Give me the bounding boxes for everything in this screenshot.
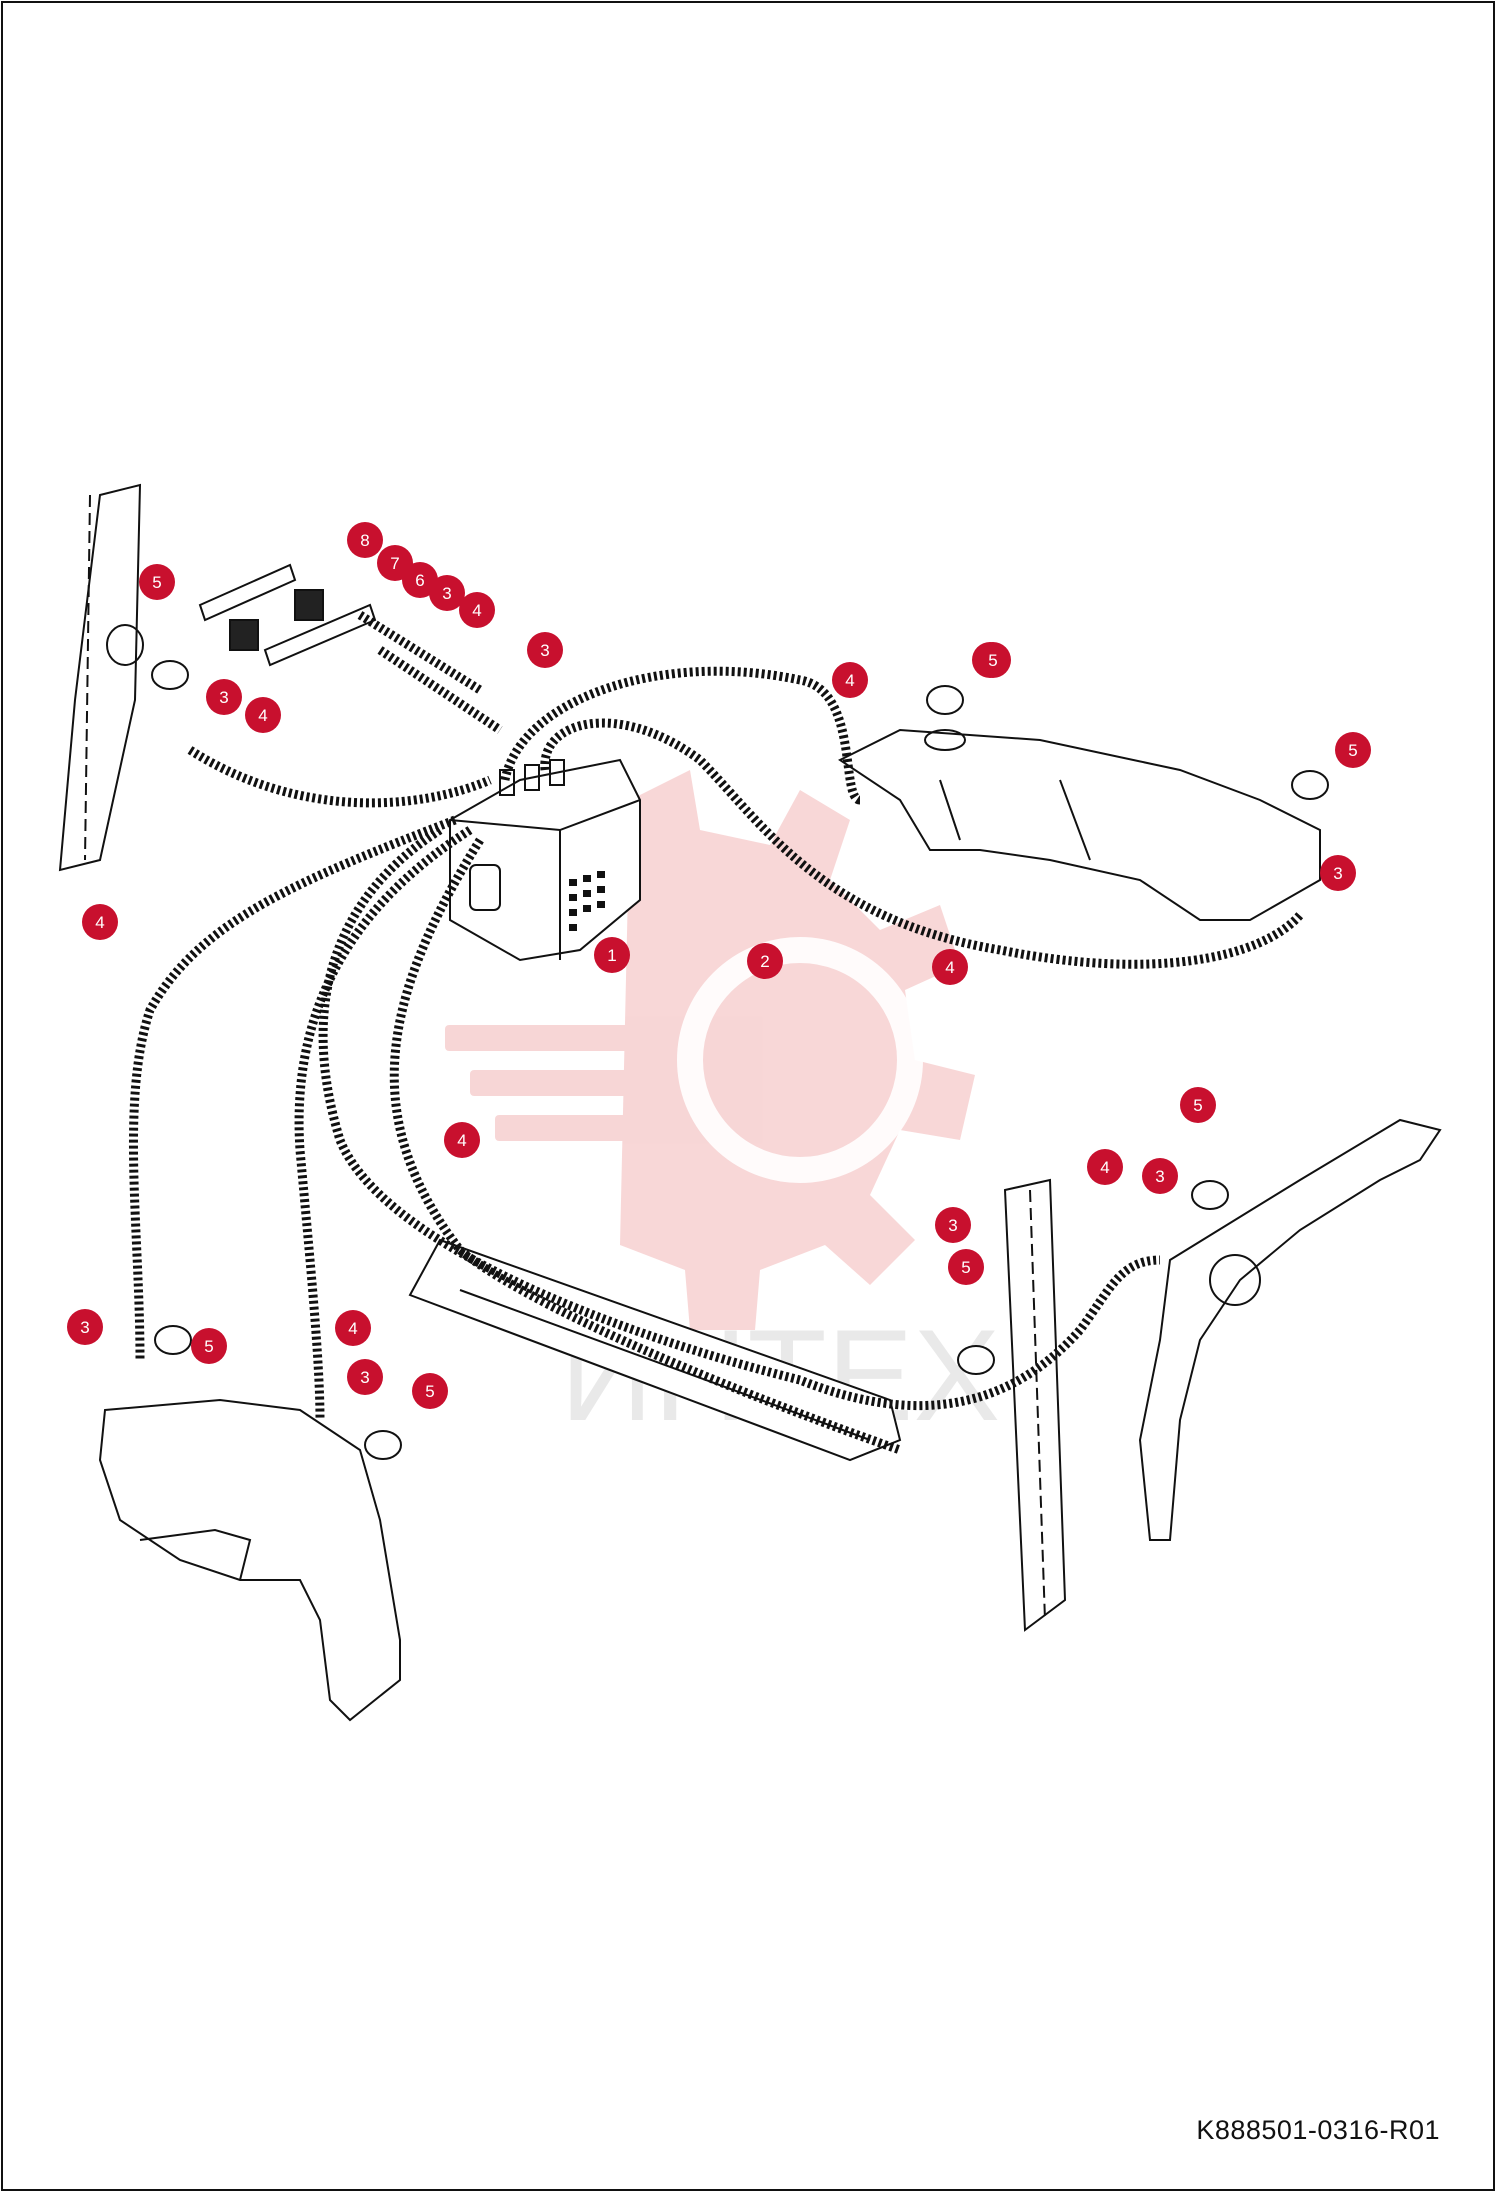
callout-label: 6 [415, 571, 424, 590]
callout-label: 5 [204, 1337, 213, 1356]
callout-label: 5 [1193, 1096, 1202, 1115]
callout-label: 4 [348, 1319, 357, 1338]
callout-3: 3 [935, 1207, 971, 1243]
callout-label: 5 [961, 1258, 970, 1277]
callout-label: 3 [1333, 864, 1342, 883]
corrugated-hoses [128, 611, 1304, 1455]
callout-4: 4 [245, 697, 281, 733]
callout-label: 5 [152, 573, 161, 592]
callout-label: 3 [1155, 1167, 1164, 1186]
callout-3: 3 [1142, 1158, 1178, 1194]
callout-label: 4 [95, 913, 104, 932]
callout-6: 6 [402, 562, 438, 598]
callout-4: 4 [82, 904, 118, 940]
document-code: K888501-0316-R01 [1196, 2115, 1440, 2145]
callout-label: 4 [472, 601, 481, 620]
callout-label: 3 [540, 641, 549, 660]
callout-4: 4 [932, 949, 968, 985]
callout-label: 5 [1348, 741, 1357, 760]
callout-label: 3 [80, 1318, 89, 1337]
callout-5: 5 [948, 1249, 984, 1285]
mounting-brackets [198, 563, 377, 667]
callout-label: 2 [760, 952, 769, 971]
round-vents [151, 660, 1329, 1460]
lower-left-deflector [98, 1398, 401, 1722]
callout-label: 4 [945, 958, 954, 977]
callout-label: 3 [948, 1216, 957, 1235]
callout-1: 1 [594, 937, 630, 973]
watermark-logo [445, 770, 975, 1330]
callout-5: 5 [412, 1373, 448, 1409]
callout-4: 4 [459, 592, 495, 628]
callout-layer: 12876345343435534445433535435 [67, 522, 1371, 1409]
callout-label: 3 [442, 584, 451, 603]
callout-5: 5 [139, 564, 175, 600]
callout-3: 3 [206, 679, 242, 715]
callout-label: 4 [845, 671, 854, 690]
watermark-ring [677, 937, 923, 1183]
callout-4: 4 [335, 1310, 371, 1346]
callout-3: 3 [347, 1359, 383, 1395]
callout-4: 4 [832, 662, 868, 698]
callout-label: 5 [425, 1382, 434, 1401]
callout-2: 2 [747, 943, 783, 979]
left-pillar [58, 483, 144, 872]
callout-label: 1 [607, 946, 616, 965]
heater-unit [449, 758, 641, 962]
callout-label: 8 [360, 531, 369, 550]
callout-label: 3 [360, 1368, 369, 1387]
callout-4: 4 [444, 1122, 480, 1158]
right-pillar [1003, 1178, 1067, 1632]
callout-5: 5 [1335, 732, 1371, 768]
callout-5: 5 [1180, 1087, 1216, 1123]
callout-8: 8 [347, 522, 383, 558]
callout-3: 3 [527, 632, 563, 668]
callout-5: 5 [975, 642, 1011, 678]
callout-3: 3 [67, 1309, 103, 1345]
top-right-deflector [838, 728, 1321, 921]
callout-4: 4 [1087, 1149, 1123, 1185]
callout-label: 4 [258, 706, 267, 725]
callout-5: 5 [191, 1328, 227, 1364]
callout-label: 5 [988, 651, 997, 670]
callout-3: 3 [1320, 855, 1356, 891]
callout-label: 4 [457, 1131, 466, 1150]
callout-label: 7 [390, 554, 399, 573]
lower-right-deflector [1138, 1118, 1442, 1541]
callout-label: 4 [1100, 1158, 1109, 1177]
callout-3: 3 [429, 575, 465, 611]
callout-label: 3 [219, 688, 228, 707]
